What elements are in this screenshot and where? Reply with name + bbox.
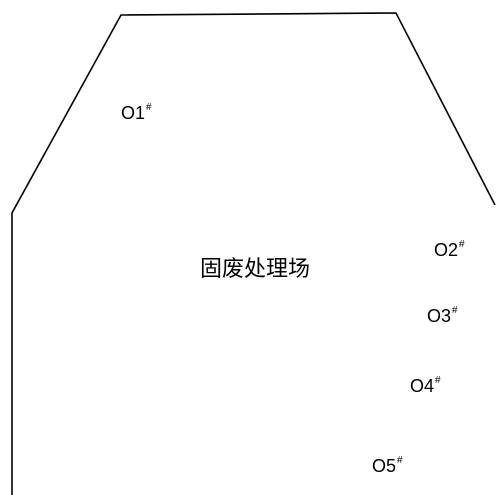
- monitoring-point-o2-id: O2: [434, 240, 459, 260]
- monitoring-point-o4: O4#: [410, 375, 441, 396]
- monitoring-point-o2-mark: #: [459, 239, 465, 250]
- monitoring-point-o2: O2#: [434, 239, 465, 260]
- monitoring-point-o1-id: O1: [121, 103, 146, 123]
- monitoring-point-o4-id: O4: [410, 376, 435, 396]
- site-boundary-line: [11, 12, 496, 495]
- monitoring-point-o3-id: O3: [427, 306, 452, 326]
- monitoring-point-o5-mark: #: [397, 455, 403, 466]
- site-name-label: 固废处理场: [200, 257, 311, 282]
- monitoring-point-o3-mark: #: [452, 305, 458, 316]
- monitoring-point-o5-id: O5: [372, 456, 397, 476]
- monitoring-point-o1-mark: #: [146, 102, 152, 113]
- monitoring-point-o5: O5#: [372, 455, 403, 476]
- monitoring-point-o1: O1#: [121, 102, 152, 123]
- monitoring-point-o4-mark: #: [435, 375, 441, 386]
- monitoring-point-o3: O3#: [427, 305, 458, 326]
